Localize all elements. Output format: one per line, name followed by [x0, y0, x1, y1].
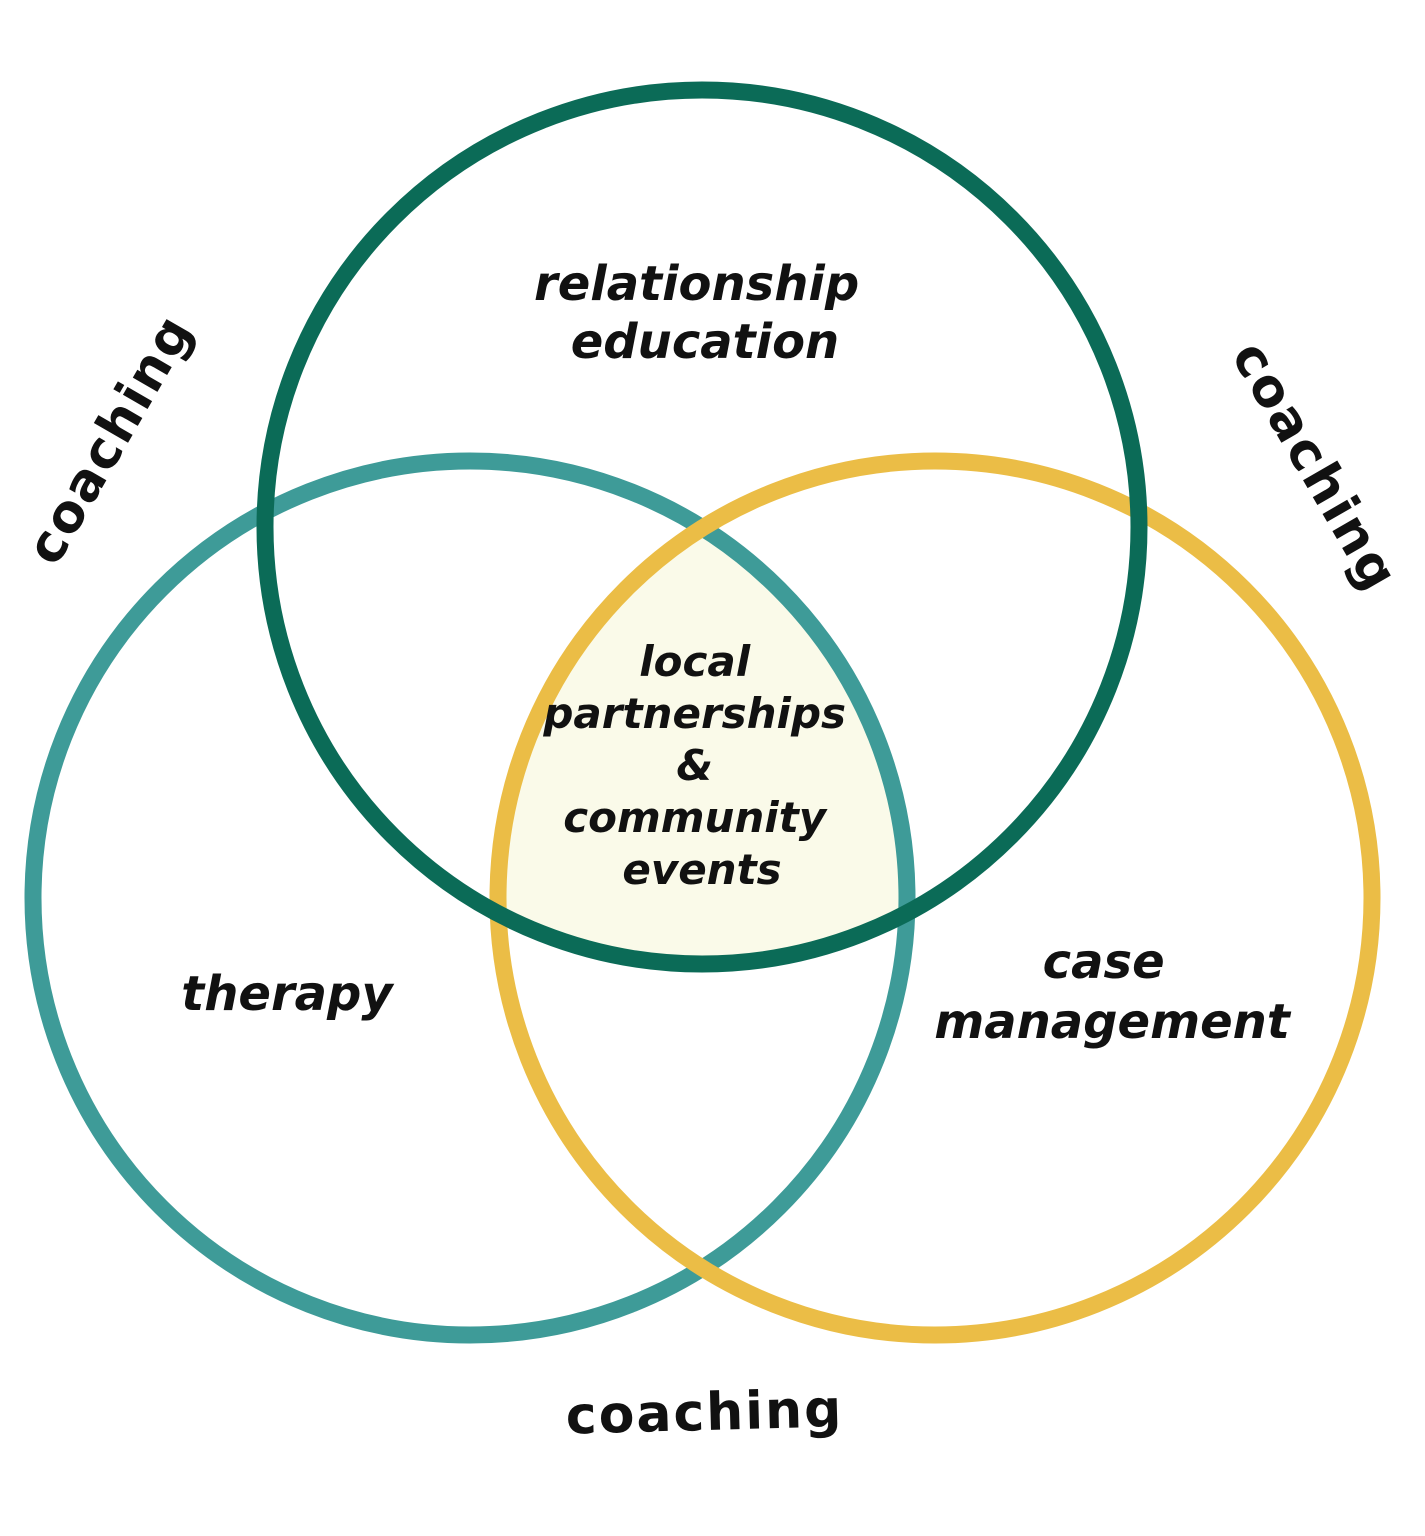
case-management-line-2: management	[934, 994, 1292, 1050]
relationship-education-label: relationship education	[534, 256, 876, 370]
relationship-education-line-1: relationship	[534, 256, 859, 312]
therapy-label: therapy	[181, 966, 394, 1022]
coaching-label-bottom: coaching	[565, 1379, 844, 1446]
center-line-5: events	[622, 845, 781, 894]
center-label: local partnerships & community events	[542, 637, 860, 894]
case-management-label: case management	[934, 934, 1292, 1050]
case-management-line-1: case	[1043, 934, 1165, 990]
center-line-4: community	[563, 793, 828, 842]
therapy-circle	[24, 452, 916, 1344]
relationship-education-line-2: education	[571, 314, 839, 370]
case-management-circle	[489, 452, 1381, 1344]
center-line-2: partnerships	[542, 689, 846, 738]
center-line-3: &	[676, 741, 713, 790]
coaching-label-top-left: coaching	[15, 304, 206, 574]
center-line-1: local	[639, 637, 750, 686]
coaching-label-top-right: coaching	[1219, 331, 1410, 601]
relationship-education-circle	[256, 81, 1148, 973]
